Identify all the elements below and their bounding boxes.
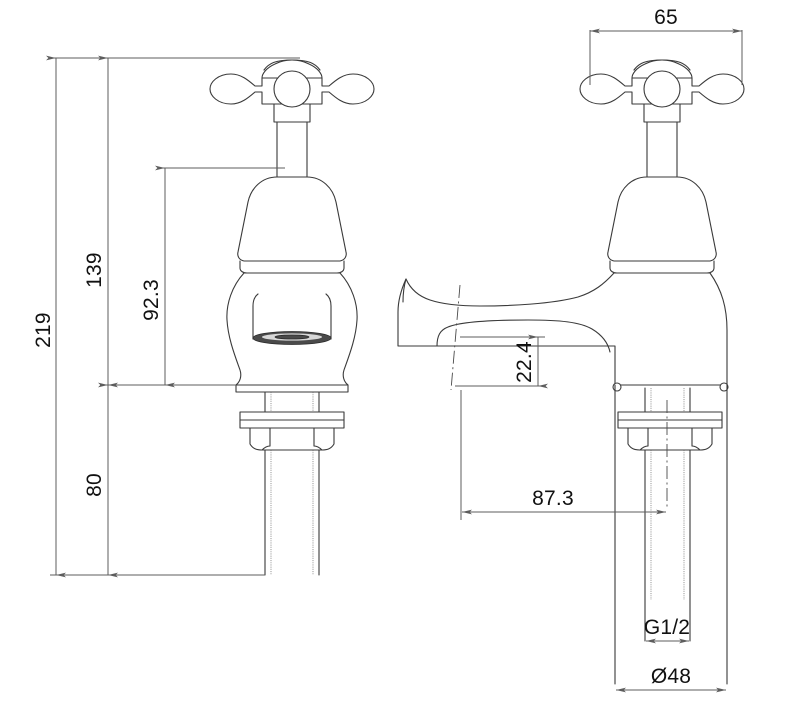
front-view-dimensions: 219 139 92.3 80	[32, 55, 300, 578]
shank-upper-side	[644, 387, 691, 413]
dimension-body-height: 139	[83, 55, 118, 388]
dimension-spout-projection: 87.3	[460, 390, 666, 520]
dimension-value-65: 65	[654, 6, 678, 29]
outlet-aerator-front	[252, 331, 332, 345]
dimension-shank-length: 80	[83, 382, 118, 578]
dimension-value-87-3: 87.3	[532, 487, 574, 510]
spout-center-line	[450, 284, 461, 391]
dimension-value-80: 80	[83, 473, 106, 497]
front-view-group	[209, 59, 375, 576]
washer-plate-front	[239, 411, 345, 429]
body-bulb-front	[226, 272, 358, 386]
shank-lower-side	[644, 449, 691, 642]
hex-nut-front	[249, 427, 335, 451]
dimension-handle-width: 65	[589, 6, 743, 85]
dimension-value-219: 219	[32, 312, 55, 348]
side-view-group	[397, 59, 745, 685]
dimension-value-92-3: 92.3	[140, 279, 163, 321]
dimension-spout-outlet-height: 22.4	[455, 334, 548, 389]
dimension-value-d48: Ø48	[651, 665, 691, 688]
side-view-dimensions: 65 22.4 87.3 G1/2 Ø48	[455, 6, 743, 693]
washer-plate-side	[617, 411, 723, 429]
dimension-base-diameter: Ø48	[616, 665, 726, 693]
bell-shroud-front	[237, 176, 347, 274]
cross-handle-front	[209, 59, 375, 123]
dimension-value-g12: G1/2	[644, 616, 690, 639]
spout-body-side	[397, 272, 728, 386]
dimension-overall-height: 219	[32, 55, 66, 578]
cross-handle-side	[579, 59, 745, 123]
dimension-thread-size: G1/2	[644, 616, 690, 644]
base-flange-front	[235, 384, 349, 393]
bell-shroud-side	[607, 176, 717, 274]
dimension-value-139: 139	[83, 252, 106, 288]
shank-lower-front	[264, 449, 320, 576]
dimension-outlet-height: 92.3	[140, 165, 175, 388]
hex-nut-side	[627, 427, 713, 451]
dimension-value-22-4: 22.4	[513, 341, 536, 383]
shank-upper-front	[264, 391, 320, 413]
